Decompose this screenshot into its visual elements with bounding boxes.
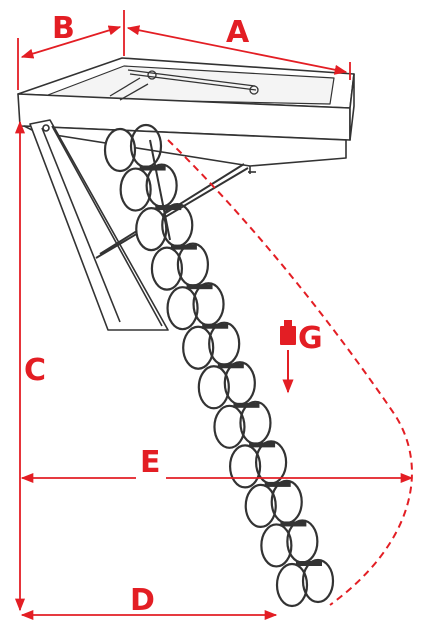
ladder-tread <box>155 205 182 211</box>
ladder-link <box>213 404 246 449</box>
ladder-tread <box>233 402 260 408</box>
ladder-tread <box>249 442 276 448</box>
ladder-link <box>150 246 184 291</box>
dimension-label-a: A <box>226 15 250 50</box>
ladder-link <box>301 558 335 604</box>
ladder-link <box>260 523 293 568</box>
dimension-label-b: B <box>52 11 75 46</box>
ladder-link <box>103 127 137 173</box>
dimension-label-c: C <box>24 353 46 388</box>
ladder-tread <box>139 165 166 171</box>
swing-arc <box>167 139 413 606</box>
dimension-label-d: D <box>130 583 155 618</box>
ladder-link <box>166 286 199 331</box>
scissor-ladder <box>103 123 335 608</box>
ladder-tread <box>264 481 291 487</box>
hatch-door <box>29 119 169 331</box>
ladder-link <box>119 167 152 212</box>
dimension-lines <box>14 10 414 621</box>
ladder-tread <box>217 363 244 369</box>
ladder-tread <box>186 284 213 290</box>
ladder-tread <box>202 323 229 329</box>
weight-icon <box>280 320 296 345</box>
ladder-link <box>182 325 215 370</box>
ladder-link <box>275 562 309 608</box>
dimension-label-e: E <box>140 445 161 480</box>
ladder-tread <box>170 244 197 250</box>
ladder-tread <box>280 521 307 527</box>
ladder-link <box>197 365 230 410</box>
load-label-g: G <box>298 321 323 356</box>
ladder-link <box>244 483 277 529</box>
ladder-link <box>135 206 168 252</box>
ladder-tread <box>296 561 322 566</box>
